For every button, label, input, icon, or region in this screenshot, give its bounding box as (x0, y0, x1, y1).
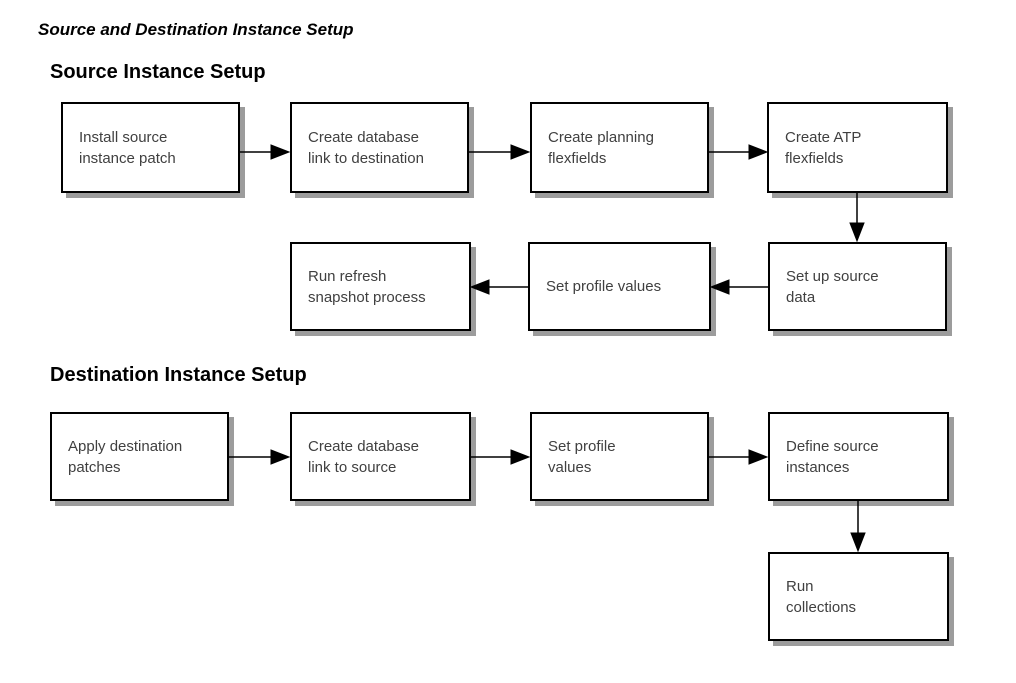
flow-box-run-refresh-snapshot: Run refresh snapshot process (290, 242, 471, 331)
arrow-install-to-dblink-dest (240, 144, 291, 160)
arrow-dblink-dest-to-planning (468, 144, 531, 160)
flow-box-define-source-instances: Define source instances (768, 412, 949, 501)
arrowhead-right-icon (270, 144, 291, 160)
flow-box-label: Set profile values (546, 278, 662, 295)
arrowhead-right-icon (510, 449, 531, 465)
section-heading-destination: Destination Instance Setup (50, 364, 307, 386)
flow-box-create-db-link-destination: Create database link to destination (290, 102, 469, 193)
flow-box-set-profile-values-source: Set profile values (528, 242, 711, 331)
arrowhead-left-icon (469, 279, 490, 295)
flow-box-label: Set profile values (548, 437, 616, 476)
flow-box-label: Create database link to destination (308, 128, 424, 167)
arrow-dblink-src-to-profile-dest (471, 449, 531, 465)
flow-box-label: Create database link to source (308, 437, 419, 476)
flow-box-create-db-link-source: Create database link to source (290, 412, 471, 501)
flow-box-create-planning-flexfields: Create planning flexfields (530, 102, 709, 193)
flow-box-label: Install source instance patch (79, 128, 176, 167)
flow-box-label: Run collections (786, 577, 857, 616)
section-heading-source: Source Instance Setup (50, 61, 266, 83)
arrow-apply-to-dblink-src (229, 449, 291, 465)
arrow-planning-to-atp (708, 144, 769, 160)
arrow-define-to-collections (850, 501, 866, 553)
flow-box-install-source-patch: Install source instance patch (61, 102, 240, 193)
flow-box-create-atp-flexfields: Create ATP flexfields (767, 102, 948, 193)
arrowhead-down-icon (850, 532, 866, 553)
flow-box-apply-destination-patches: Apply destination patches (50, 412, 229, 501)
flow-box-label: Create ATP flexfields (785, 128, 862, 167)
arrow-profile-to-refresh (469, 279, 528, 295)
flow-box-label: Run refresh snapshot process (308, 267, 426, 306)
arrowhead-left-icon (709, 279, 730, 295)
flow-box-set-up-source-data: Set up source data (768, 242, 947, 331)
flow-box-label: Set up source data (786, 267, 879, 306)
diagram-title: Source and Destination Instance Setup (38, 20, 354, 39)
arrowhead-right-icon (748, 449, 769, 465)
flow-box-set-profile-values-destination: Set profile values (530, 412, 709, 501)
arrow-atp-to-setup-source (849, 193, 865, 243)
arrowhead-right-icon (748, 144, 769, 160)
flow-box-label: Define source instances (786, 437, 879, 476)
flow-box-label: Apply destination patches (68, 437, 183, 476)
arrowhead-right-icon (510, 144, 531, 160)
flow-box-run-collections: Run collections (768, 552, 949, 641)
arrowhead-right-icon (270, 449, 291, 465)
flow-box-label: Create planning flexfields (548, 128, 654, 167)
arrowhead-down-icon (849, 222, 865, 243)
arrow-setup-source-to-profile (709, 279, 768, 295)
arrow-profile-dest-to-define (709, 449, 769, 465)
